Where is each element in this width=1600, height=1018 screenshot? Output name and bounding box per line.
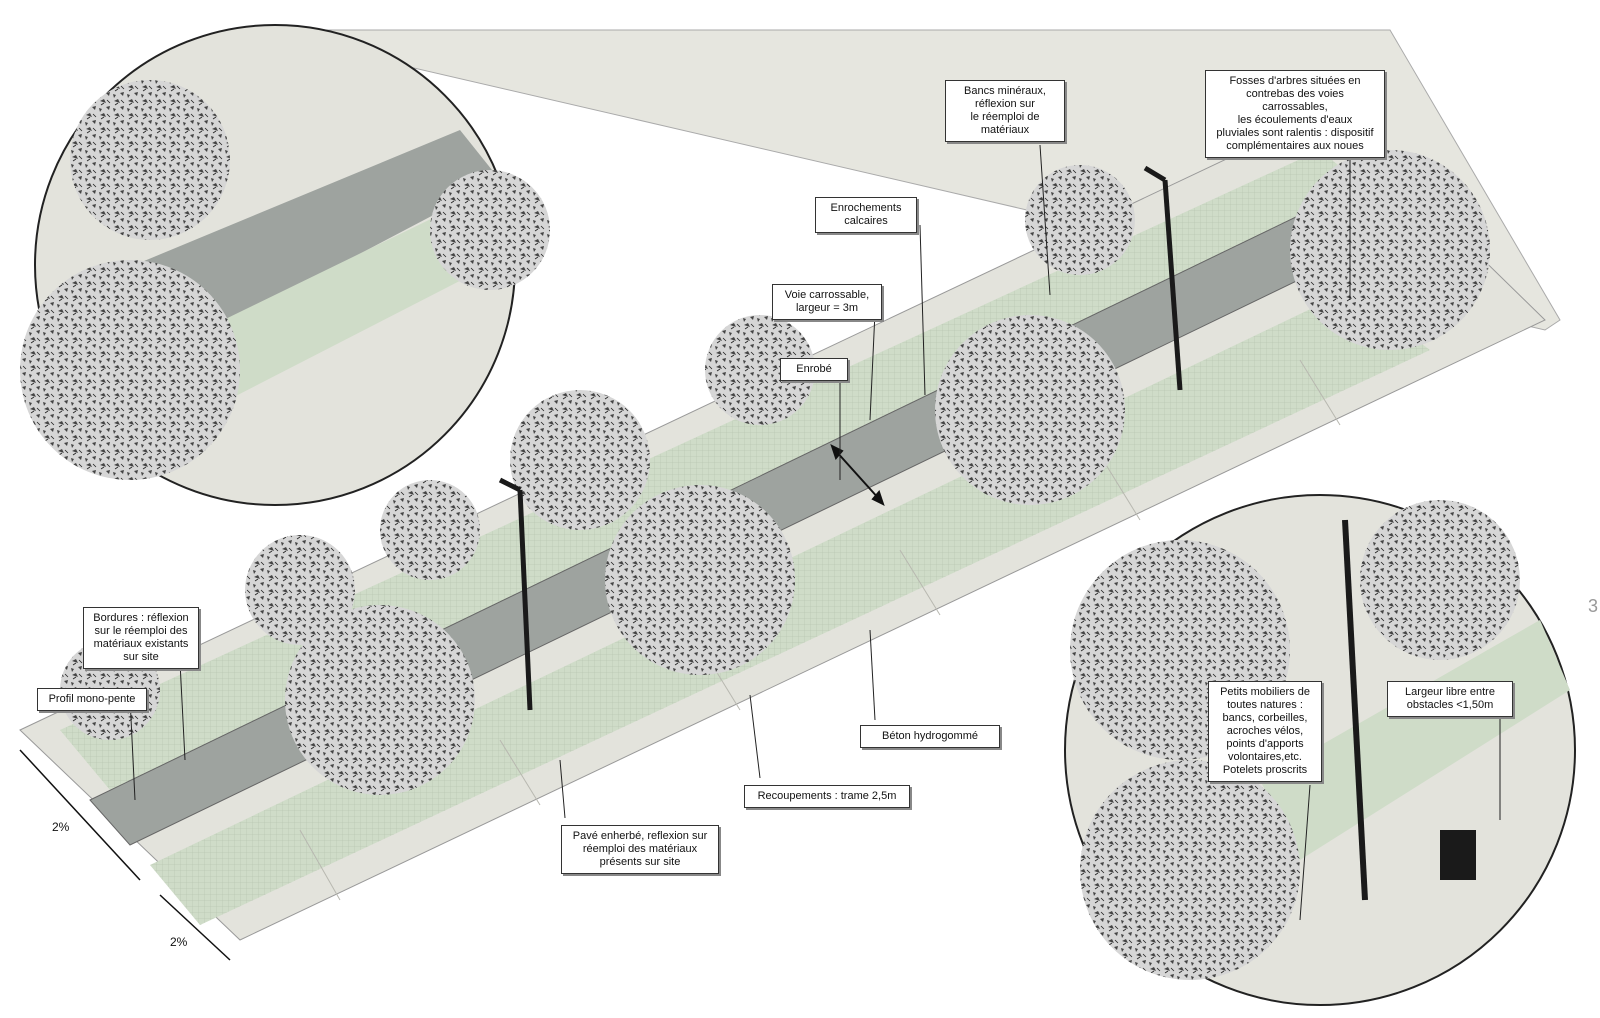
label-largeur: Largeur libre entre obstacles <1,50m bbox=[1387, 681, 1513, 717]
slope-arrows bbox=[19, 749, 231, 961]
leader-lines bbox=[129, 144, 1501, 921]
label-enrobe: Enrobé bbox=[780, 358, 848, 381]
label-bordures: Bordures : réflexion sur le réemploi des… bbox=[83, 607, 199, 669]
label-profil: Profil mono-pente bbox=[37, 688, 147, 711]
detail-circle-left bbox=[20, 24, 550, 506]
page-number: 3 bbox=[1588, 596, 1599, 616]
slope-label-a: 2% bbox=[52, 820, 70, 834]
street-trees bbox=[60, 150, 1490, 795]
label-recoupements: Recoupements : trame 2,5m bbox=[744, 785, 910, 808]
label-voie: Voie carrossable, largeur = 3m bbox=[772, 284, 882, 320]
street-lamps bbox=[498, 165, 1183, 711]
road-width-arrow bbox=[830, 444, 885, 506]
label-bancs: Bancs minéraux, réflexion sur le réemplo… bbox=[945, 80, 1065, 142]
label-pave: Pavé enherbé, reflexion sur réemploi des… bbox=[561, 825, 719, 874]
slope-label-b: 2% bbox=[170, 935, 188, 949]
label-enrochements: Enrochements calcaires bbox=[815, 197, 917, 233]
label-petits: Petits mobiliers de toutes natures : ban… bbox=[1208, 681, 1322, 782]
label-beton: Béton hydrogommé bbox=[860, 725, 1000, 748]
label-fosses: Fosses d'arbres situées en contrebas des… bbox=[1205, 70, 1385, 158]
